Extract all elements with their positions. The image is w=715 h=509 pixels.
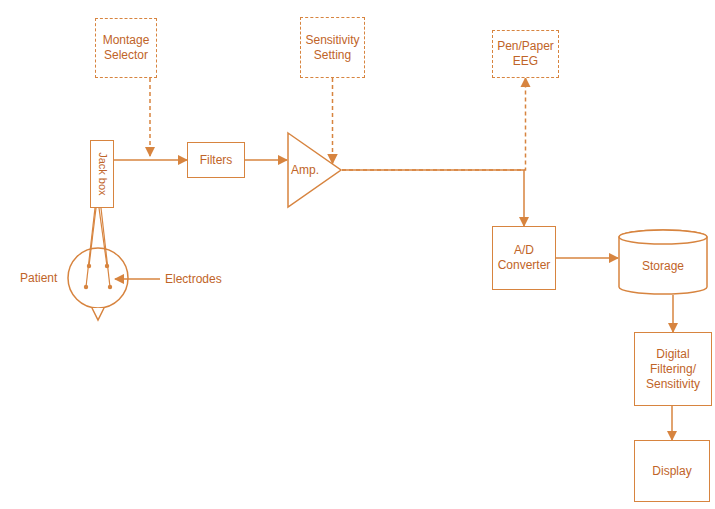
- patient-head: [68, 248, 128, 320]
- signal-connector: [671, 406, 673, 440]
- box-label: Digital Filtering/ Sensitivity: [638, 347, 708, 392]
- output-box: Pen/Paper EEG: [492, 30, 559, 78]
- signal-connector: [342, 170, 524, 226]
- storage-cylinder: Storage: [618, 229, 708, 295]
- box-label: Amp.: [291, 163, 319, 178]
- control-box: Montage Selector: [95, 18, 157, 78]
- box-label: A/D Converter: [496, 243, 552, 273]
- process-box: Filters: [187, 142, 245, 178]
- signal-connector: [114, 159, 187, 161]
- electrodes-leader: [115, 279, 160, 280]
- electrode-wires: [86, 208, 110, 287]
- signal-connector: [332, 78, 334, 163]
- box-label: Display: [652, 464, 691, 479]
- amplifier-triangle: Amp.: [287, 132, 342, 208]
- box-label: Pen/Paper EEG: [496, 39, 555, 69]
- signal-connector: [556, 257, 618, 259]
- signal-connector: [245, 159, 287, 161]
- box-label: Montage Selector: [99, 33, 153, 63]
- display-box: Display: [634, 440, 710, 502]
- jack-box: Jack box: [90, 140, 114, 208]
- box-label: Sensitivity Setting: [304, 33, 361, 63]
- control-box: Sensitivity Setting: [300, 17, 365, 78]
- process-box: A/D Converter: [492, 226, 556, 290]
- process-box: Digital Filtering/ Sensitivity: [634, 332, 712, 406]
- electrodes: [84, 264, 112, 289]
- box-label: Storage: [642, 259, 684, 274]
- callout-label: Electrodes: [165, 272, 222, 286]
- box-label: Filters: [200, 153, 233, 168]
- box-label: Jack box: [95, 152, 109, 195]
- patient-label: Patient: [20, 271, 57, 285]
- signal-connector: [672, 295, 674, 332]
- montage-control-arrow: [150, 78, 151, 156]
- signal-connector: [342, 78, 526, 170]
